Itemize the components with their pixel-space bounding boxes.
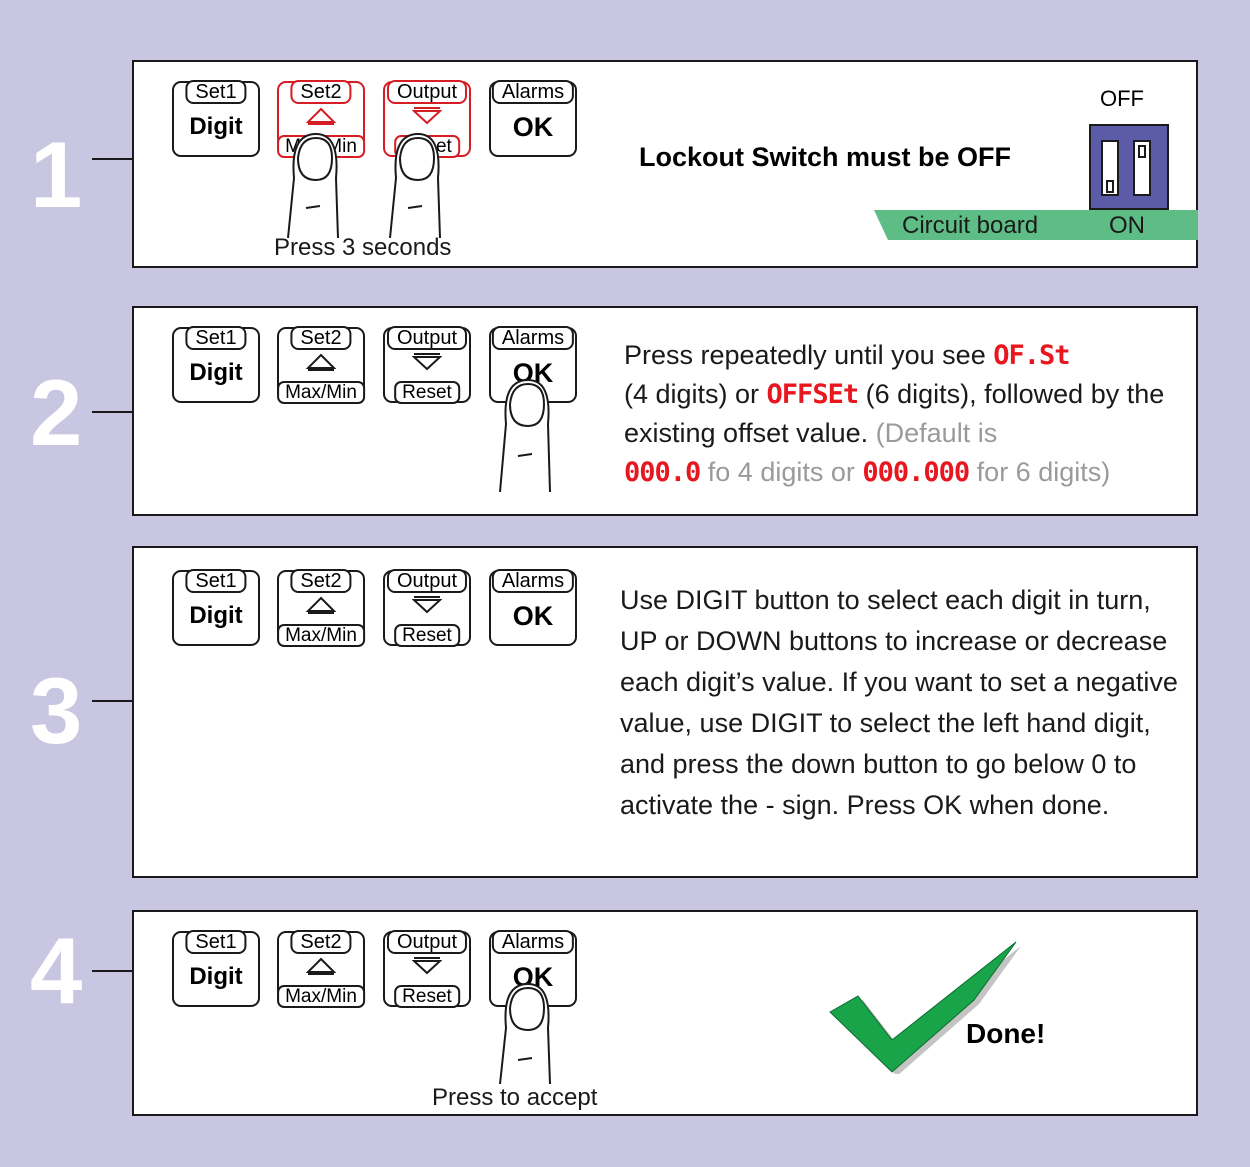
default-note: for 6 digits)	[969, 457, 1111, 487]
switch-on-label: ON	[1109, 212, 1145, 239]
set2-up-button[interactable]: Set2 Max/Min	[277, 930, 365, 1008]
circuit-board	[874, 210, 1198, 240]
button-row: Set1 Digit Set2 Max/Min Output Reset Ala…	[172, 569, 582, 650]
set1-tab: Set1	[185, 80, 247, 104]
output-tab: Output	[386, 569, 468, 593]
alarms-tab: Alarms	[491, 326, 575, 350]
set2-up-button[interactable]: Set2 Max/Min	[277, 326, 365, 404]
default-note: fo 4 digits or	[700, 457, 863, 487]
set1-tab: Set1	[185, 569, 247, 593]
set2-tab: Set2	[290, 569, 352, 593]
step-panel-4: Set1 Digit Set2 Max/Min Output Reset Ala…	[132, 910, 1198, 1116]
pressing-finger-icon	[496, 978, 556, 1084]
output-tab: Output	[386, 80, 468, 104]
press-caption: Press 3 seconds	[274, 234, 452, 261]
up-arrow-icon	[306, 957, 336, 975]
output-tab: Output	[386, 326, 468, 350]
max-min-label: Max/Min	[277, 624, 365, 647]
max-min-label: Max/Min	[277, 985, 365, 1008]
button-row: Set1 Digit Set2 Max/Min Output Reset Ala…	[172, 326, 582, 407]
reset-label: Reset	[394, 381, 460, 404]
output-down-button[interactable]: Output Reset	[383, 930, 471, 1008]
circuit-board-label: Circuit board	[902, 212, 1039, 239]
step-connector-1	[92, 158, 134, 160]
set1-digit-button[interactable]: Set1 Digit	[172, 569, 260, 646]
down-arrow-icon	[412, 596, 442, 614]
button-row: Set1 Digit Set2 Max/Min Output Reset Ala…	[172, 930, 582, 1011]
set1-tab: Set1	[185, 326, 247, 350]
output-tab: Output	[386, 930, 468, 954]
alarms-tab: Alarms	[491, 80, 575, 104]
alarms-tab: Alarms	[491, 930, 575, 954]
switch-slot	[1133, 140, 1151, 196]
alarms-ok-button[interactable]: Alarms OK	[489, 80, 577, 157]
set1-tab: Set1	[185, 930, 247, 954]
set1-digit-button[interactable]: Set1 Digit	[172, 326, 260, 403]
step-connector-2	[92, 411, 134, 413]
step-3-instructions: Use DIGIT button to select each digit in…	[620, 585, 1178, 820]
instruction-text: (4 digits) or	[624, 379, 767, 409]
instruction-text: Press repeatedly until you see	[624, 340, 994, 370]
default-note: (Default is	[875, 418, 998, 448]
checkmark-icon	[829, 941, 1021, 1074]
pressing-finger-icon	[284, 128, 344, 238]
set2-tab: Set2	[290, 930, 352, 954]
down-arrow-icon	[412, 957, 442, 975]
alarms-ok-button[interactable]: Alarms OK	[489, 569, 577, 646]
lockout-dip-switch[interactable]	[1089, 124, 1169, 210]
step-number-2: 2	[30, 360, 83, 465]
display-readout: OF.St	[993, 340, 1070, 371]
max-min-label: Max/Min	[277, 381, 365, 404]
switch-slot	[1101, 140, 1119, 196]
up-arrow-icon	[306, 596, 336, 614]
alarms-tab: Alarms	[491, 569, 575, 593]
step-number-4: 4	[30, 918, 83, 1023]
alarms-ok-button[interactable]: Alarms OK	[489, 930, 577, 1007]
set2-tab: Set2	[290, 80, 352, 104]
instruction-text: (6 digits), followed by the existing off…	[624, 379, 1165, 448]
display-readout: 000.000	[862, 457, 970, 488]
set2-up-button[interactable]: Set2 Max/Min	[277, 569, 365, 647]
switch-knob	[1138, 145, 1146, 158]
step-panel-2: Set1 Digit Set2 Max/Min Output Reset Ala…	[132, 306, 1198, 516]
reset-label: Reset	[394, 985, 460, 1008]
up-arrow-icon	[306, 107, 336, 125]
set1-digit-button[interactable]: Set1 Digit	[172, 80, 260, 157]
ok-label: OK	[512, 601, 554, 631]
pressing-finger-icon	[496, 374, 556, 492]
step-connector-3	[92, 700, 134, 702]
set2-tab: Set2	[290, 326, 352, 350]
step-panel-1: Set1 Digit Set2 Max/Min Output Reset Ala…	[132, 60, 1198, 268]
button-row: Set1 Digit Set2 Max/Min Output Reset Ala…	[172, 80, 582, 161]
step-number-3: 3	[30, 658, 83, 763]
digit-label: Digit	[189, 359, 243, 386]
press-caption: Press to accept	[432, 1084, 598, 1111]
up-arrow-icon	[306, 353, 336, 371]
digit-label: Digit	[189, 602, 243, 629]
step-2-instructions: Press repeatedly until you see OF.St (4 …	[624, 336, 1194, 492]
lockout-instruction: Lockout Switch must be OFF	[639, 142, 1012, 172]
ok-label: OK	[512, 112, 554, 142]
switch-off-label: OFF	[1100, 86, 1144, 111]
output-down-button[interactable]: Output Reset	[383, 569, 471, 647]
reset-label: Reset	[394, 624, 460, 647]
output-down-button[interactable]: Output Reset	[383, 326, 471, 404]
step-panel-3: Set1 Digit Set2 Max/Min Output Reset Ala…	[132, 546, 1198, 878]
digit-label: Digit	[189, 963, 243, 990]
step-number-1: 1	[30, 122, 83, 227]
done-label: Done!	[966, 1018, 1046, 1049]
display-readout: 000.0	[624, 457, 701, 488]
digit-label: Digit	[189, 113, 243, 140]
switch-knob	[1106, 180, 1114, 193]
down-arrow-icon	[412, 353, 442, 371]
pressing-finger-icon	[386, 128, 446, 238]
step-connector-4	[92, 970, 134, 972]
set1-digit-button[interactable]: Set1 Digit	[172, 930, 260, 1007]
down-arrow-icon	[412, 107, 442, 125]
display-readout: OFFSEt	[766, 379, 860, 410]
